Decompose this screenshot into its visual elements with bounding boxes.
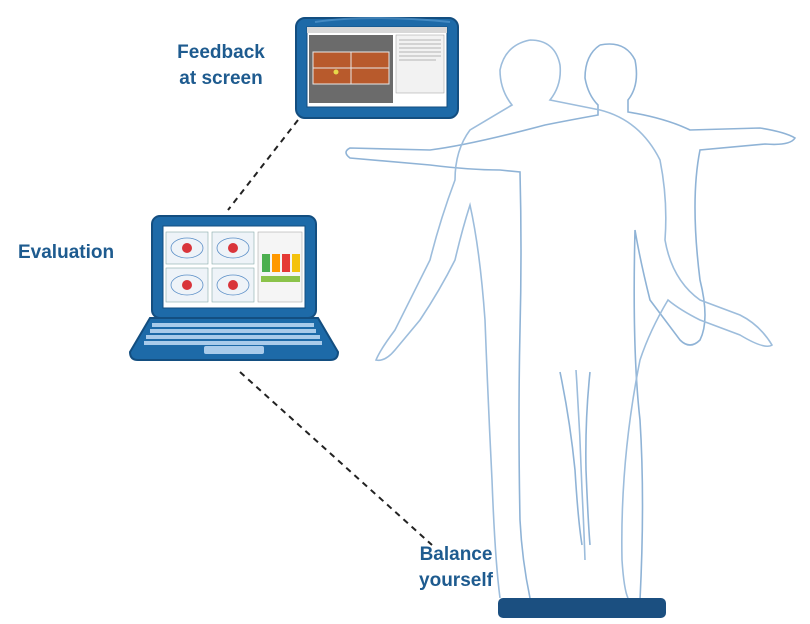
balance-board-icon — [498, 598, 666, 618]
feedback-monitor-icon — [295, 17, 459, 119]
connector-laptop-to-board — [239, 371, 433, 546]
feedback-label: Feedback at screen — [162, 40, 280, 92]
person-silhouette-front — [345, 43, 797, 601]
balance-label: Balance yourself — [400, 542, 512, 594]
evaluation-laptop-icon — [128, 215, 340, 361]
feedback-label-line-2: at screen — [179, 68, 263, 89]
connector-screen-to-laptop — [227, 119, 299, 211]
feedback-label-line-1: Feedback — [177, 42, 265, 63]
balance-label-line-2: yourself — [419, 570, 493, 591]
evaluation-label: Evaluation — [18, 242, 115, 263]
person-silhouette-back — [374, 39, 774, 599]
balance-label-line-1: Balance — [419, 544, 493, 565]
